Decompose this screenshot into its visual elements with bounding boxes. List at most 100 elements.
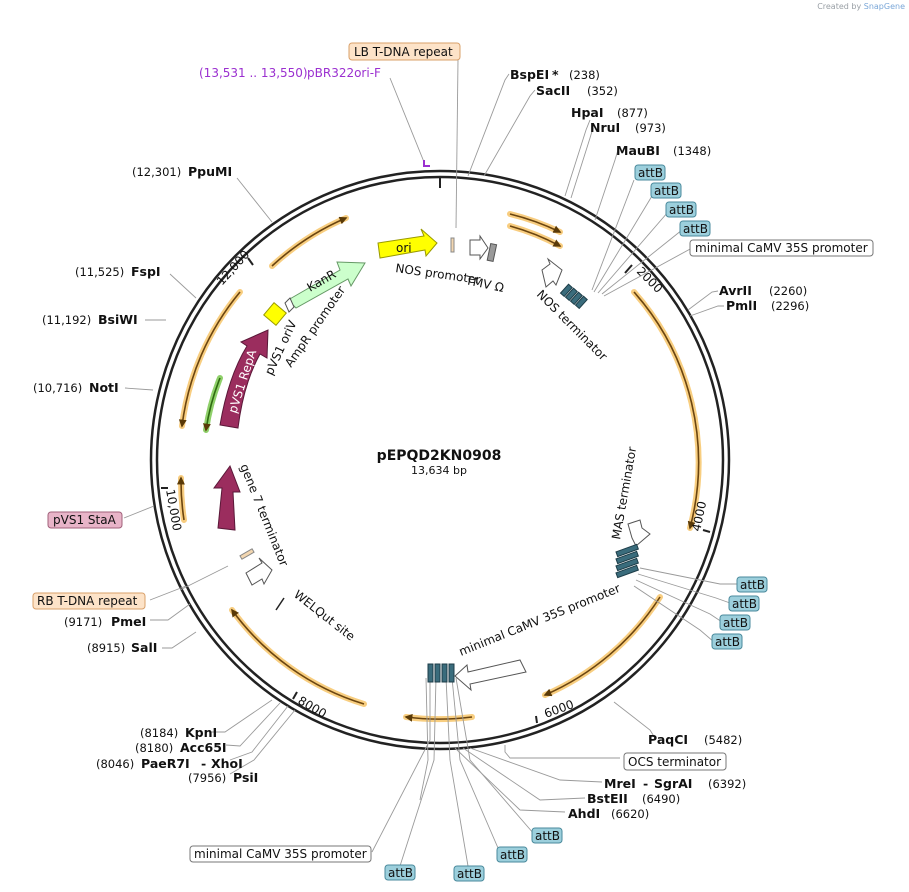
svg-text:TMV Ω: TMV Ω: [463, 273, 505, 295]
svg-text:BspEI: BspEI: [510, 67, 549, 82]
nos-terminator-feature: NOS terminator: [534, 257, 610, 363]
svg-text:OCS terminator: OCS terminator: [628, 755, 721, 769]
restriction-sites: BspEI*(238) SacII(352) HpaI(877) NruI(97…: [33, 67, 809, 821]
svg-text:attB: attB: [732, 597, 757, 611]
orf-arcs: [176, 211, 702, 723]
svg-text:AvrII: AvrII: [719, 283, 752, 298]
backbone-outer: [149, 169, 731, 751]
site-psii: (7956) PsiI: [188, 770, 258, 785]
svg-text:RB T-DNA repeat: RB T-DNA repeat: [37, 594, 138, 608]
attb-box: attB: [496, 846, 528, 863]
attb-block-top: [559, 283, 588, 310]
svg-text:NruI: NruI: [590, 120, 620, 135]
attb-box: attB: [665, 201, 697, 218]
svg-text:(10,716): (10,716): [33, 381, 82, 395]
svg-text:PaeR7I: PaeR7I: [141, 756, 190, 771]
svg-text:(7956): (7956): [188, 771, 226, 785]
ocs-terminator-box: OCS terminator: [623, 752, 727, 771]
svg-text:attB: attB: [715, 635, 740, 649]
svg-text:PsiI: PsiI: [233, 770, 258, 785]
gene7-terminator-feature: gene 7 terminator: [237, 462, 291, 568]
rb-tdna-box: RB T-DNA repeat: [32, 592, 146, 610]
svg-text:(352): (352): [587, 84, 618, 98]
mas-terminator-feature: MAS terminator: [609, 446, 651, 547]
svg-text:attB: attB: [500, 848, 525, 862]
site-noti: (10,716) NotI: [33, 380, 119, 395]
tick-label: 2000: [634, 264, 665, 295]
ori-feature: ori: [377, 228, 438, 259]
site-paer7i-xhoi: (8046) PaeR7I-XhoI: [96, 756, 243, 771]
svg-text:(238): (238): [569, 68, 600, 82]
site-acc65i: (8180) Acc65I: [135, 740, 227, 755]
site-avrii: AvrII (2260): [719, 283, 807, 298]
site-pmei: (9171)PmeI: [64, 614, 146, 629]
attb-box: attB: [634, 164, 666, 181]
attb-box: attB: [679, 220, 711, 237]
svg-text:AhdI: AhdI: [568, 806, 600, 821]
svg-text:(2296): (2296): [771, 299, 809, 313]
svg-text:(6620): (6620): [611, 807, 649, 821]
svg-text:FspI: FspI: [131, 264, 161, 279]
primer-name: pBR322ori-F: [307, 66, 381, 80]
svg-text:(11,525): (11,525): [75, 265, 124, 279]
attb-box: attB: [531, 827, 563, 844]
svg-text:SacII: SacII: [536, 83, 570, 98]
svg-text:BsiWI: BsiWI: [98, 312, 138, 327]
minimal-camv-35s-box-bottom: minimal CaMV 35S promoter: [189, 845, 372, 863]
plasmid-size: 13,634 bp: [411, 464, 467, 477]
svg-text:KpnI: KpnI: [185, 725, 217, 740]
site-ppumi: (12,301)PpuMI: [132, 164, 232, 179]
tick-label: 8000: [296, 693, 329, 720]
primer-range: (13,531 .. 13,550): [199, 66, 308, 80]
svg-text:attB: attB: [457, 867, 482, 881]
svg-text:PaqCI: PaqCI: [648, 732, 688, 747]
credit: Created by SnapGene: [817, 2, 905, 11]
tick-marks: [161, 176, 711, 724]
svg-text:PpuMI: PpuMI: [188, 164, 232, 179]
attb-block-bottom: [427, 663, 455, 683]
site-leaders: [123, 59, 738, 867]
svg-text:attB: attB: [654, 184, 679, 198]
attb-box: attB: [728, 595, 760, 612]
plasmid-name: pEPQD2KN0908: [377, 448, 502, 464]
svg-text:-: -: [201, 756, 206, 771]
pvs1-repa-feature: pVS1 RepA: [219, 329, 269, 429]
site-sacii: SacII (352): [536, 83, 618, 98]
svg-text:attB: attB: [683, 222, 708, 236]
minimal-camv-35s-feature: minimal CaMV 35S promoter: [454, 581, 622, 692]
site-ahdi: AhdI (6620): [568, 806, 649, 821]
svg-text:NotI: NotI: [89, 380, 119, 395]
svg-text:(8180): (8180): [135, 741, 173, 755]
svg-text:LB T-DNA repeat: LB T-DNA repeat: [354, 45, 453, 59]
svg-text:(8046): (8046): [96, 757, 134, 771]
attb-box: attB: [384, 864, 416, 881]
svg-text:(2260): (2260): [769, 284, 807, 298]
svg-text:attB: attB: [535, 829, 560, 843]
gene7-feature: [213, 464, 241, 531]
site-bsteii: BstEII(6490): [587, 791, 680, 806]
svg-text:MreI: MreI: [604, 776, 636, 791]
svg-text:*: *: [552, 67, 559, 82]
svg-text:Acc65I: Acc65I: [180, 740, 227, 755]
svg-text:(8915): (8915): [87, 641, 125, 655]
svg-text:attB: attB: [388, 866, 413, 880]
svg-text:XhoI: XhoI: [211, 756, 243, 771]
svg-text:attB: attB: [669, 203, 694, 217]
attb-box: attB: [736, 576, 768, 593]
svg-text:(1348): (1348): [673, 144, 711, 158]
site-fspi: (11,525) FspI: [75, 264, 161, 279]
site-bspei: BspEI* (238): [510, 67, 600, 82]
svg-text:PmlI: PmlI: [726, 298, 757, 313]
welqut-site-feature: WELQut site: [275, 587, 358, 644]
site-maubi: MauBI(1348): [616, 143, 711, 158]
attb-box: attB: [453, 865, 485, 882]
svg-text:(6490): (6490): [642, 792, 680, 806]
svg-text:minimal CaMV 35S promoter: minimal CaMV 35S promoter: [695, 241, 868, 255]
snapgene-logo: SnapGene: [863, 2, 905, 11]
svg-text:HpaI: HpaI: [571, 105, 604, 120]
attb-block-right: [615, 543, 640, 579]
site-pmli: PmlI (2296): [726, 298, 809, 313]
tick-label: 12,000: [214, 247, 253, 288]
site-hpai: HpaI(877): [571, 105, 648, 120]
lb-tdna-box: LB T-DNA repeat: [348, 42, 461, 61]
